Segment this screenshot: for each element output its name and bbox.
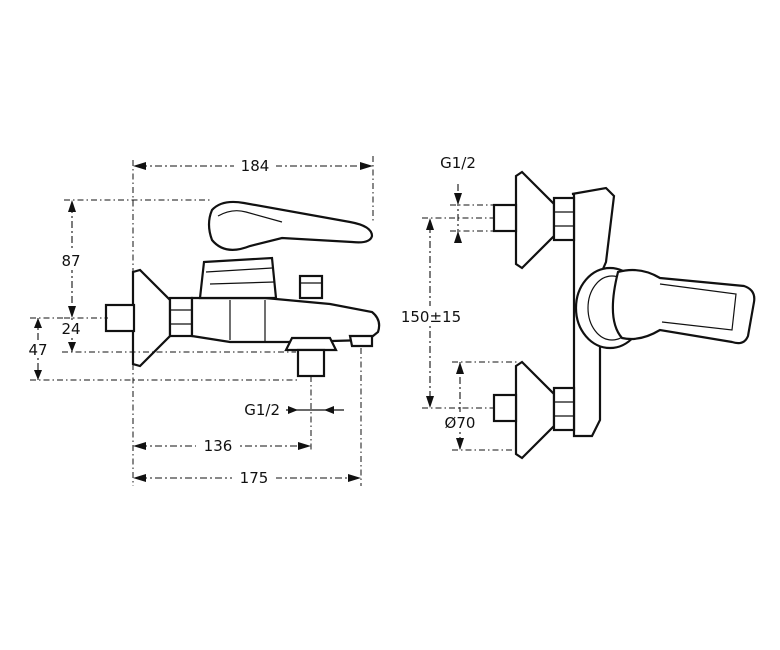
side-dimensions: 184 87 24 47 G1/2 136 xyxy=(24,156,374,487)
side-hex-nut xyxy=(168,296,194,338)
dim-184-label: 184 xyxy=(241,157,270,175)
thread-left-label: G1/2 xyxy=(244,401,280,419)
dim-87-label: 87 xyxy=(61,252,80,270)
front-upper-nut xyxy=(552,196,576,242)
front-lower-nut xyxy=(552,386,576,432)
side-lower-collar xyxy=(284,336,338,352)
dim-150-label: 150±15 xyxy=(401,308,461,326)
side-cartridge xyxy=(198,256,278,300)
side-view xyxy=(104,200,381,378)
side-lever-handle xyxy=(207,200,374,251)
front-lower-inlet xyxy=(492,393,518,423)
side-lower-outlet xyxy=(296,348,326,378)
dim-136-label: 136 xyxy=(204,437,233,455)
front-upper-flange xyxy=(514,170,556,270)
side-diverter-knob xyxy=(298,274,324,300)
front-upper-inlet xyxy=(492,203,518,233)
front-dimensions: G1/2 150±15 Ø70 xyxy=(396,154,518,451)
front-lever-handle xyxy=(611,268,756,345)
front-view xyxy=(492,170,756,460)
dim-70-label: Ø70 xyxy=(445,414,476,432)
dim-24-label: 24 xyxy=(61,320,80,338)
dim-175-label: 175 xyxy=(240,469,269,487)
front-lower-flange xyxy=(514,360,556,460)
side-inlet-pipe xyxy=(104,303,136,333)
side-spout-tip xyxy=(348,334,374,348)
dim-47-label: 47 xyxy=(28,341,47,359)
thread-right-label: G1/2 xyxy=(440,154,476,172)
